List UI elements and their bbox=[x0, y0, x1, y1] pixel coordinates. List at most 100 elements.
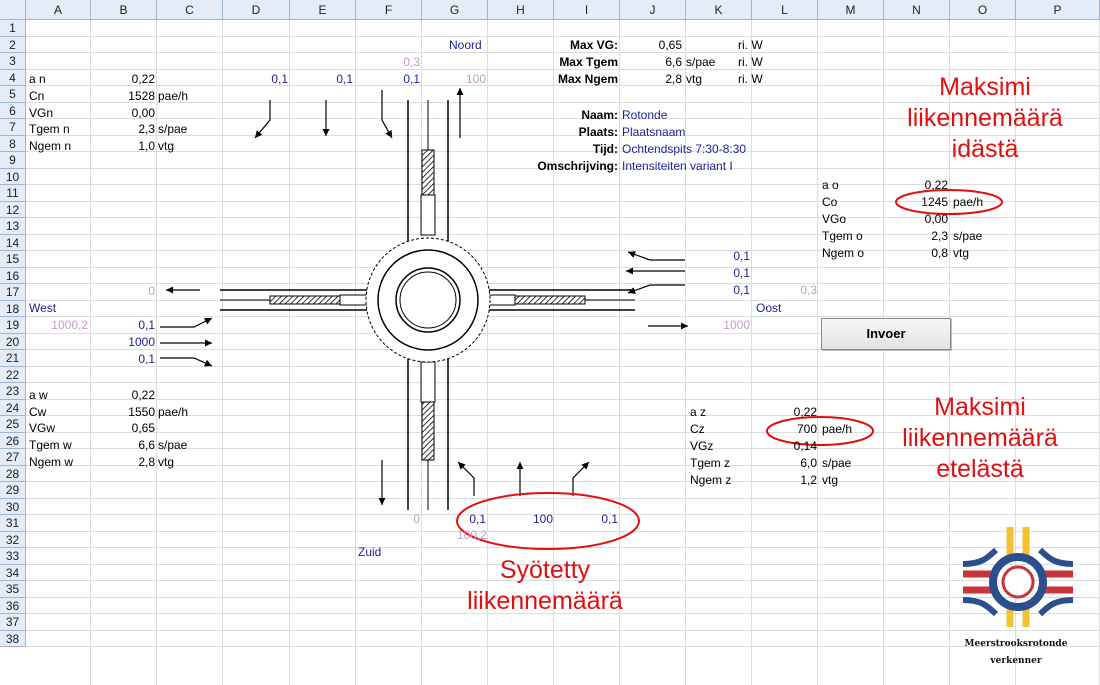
east-tgem-value[interactable]: 2,3 bbox=[931, 229, 948, 243]
row-header[interactable]: 34 bbox=[0, 564, 26, 581]
row-header[interactable]: 33 bbox=[0, 548, 26, 565]
south-c-value[interactable]: 700 bbox=[796, 422, 817, 436]
row-header[interactable]: 2 bbox=[0, 36, 26, 53]
row-header[interactable]: 10 bbox=[0, 168, 26, 185]
south-in-1[interactable]: 0,1 bbox=[469, 512, 486, 526]
row-header[interactable]: 6 bbox=[0, 102, 26, 119]
naam-value[interactable]: Rotonde bbox=[622, 108, 668, 122]
row-header[interactable]: 26 bbox=[0, 432, 26, 449]
west-c-value[interactable]: 1550 bbox=[128, 405, 155, 419]
column-header[interactable]: C bbox=[157, 0, 223, 20]
row-header[interactable]: 20 bbox=[0, 333, 26, 350]
column-header[interactable]: F bbox=[356, 0, 422, 20]
east-c-label: Co bbox=[822, 195, 838, 209]
north-tgem-value[interactable]: 2,3 bbox=[138, 122, 155, 136]
column-header[interactable]: I bbox=[554, 0, 620, 20]
column-header[interactable]: B bbox=[91, 0, 157, 20]
row-header[interactable]: 23 bbox=[0, 383, 26, 400]
column-header[interactable]: A bbox=[26, 0, 91, 20]
south-tgem-value[interactable]: 6,0 bbox=[800, 456, 817, 470]
omschrijving-value[interactable]: Intensiteiten variant I bbox=[622, 159, 733, 173]
column-header[interactable]: G bbox=[422, 0, 488, 20]
row-header[interactable]: 36 bbox=[0, 597, 26, 614]
west-in-1[interactable]: 0,1 bbox=[138, 318, 155, 332]
column-header[interactable]: N bbox=[884, 0, 950, 20]
column-header[interactable]: K bbox=[686, 0, 752, 20]
row-header[interactable]: 38 bbox=[0, 630, 26, 647]
select-all-corner[interactable] bbox=[0, 0, 26, 20]
column-header[interactable]: L bbox=[752, 0, 818, 20]
row-header[interactable]: 37 bbox=[0, 614, 26, 631]
row-header[interactable]: 9 bbox=[0, 152, 26, 169]
column-header[interactable]: E bbox=[290, 0, 356, 20]
column-header[interactable]: H bbox=[488, 0, 554, 20]
gridline-horizontal bbox=[26, 514, 1100, 515]
column-header[interactable]: J bbox=[620, 0, 686, 20]
west-in-3[interactable]: 0,1 bbox=[138, 352, 155, 366]
row-header[interactable]: 8 bbox=[0, 135, 26, 152]
east-in-1[interactable]: 0,1 bbox=[733, 249, 750, 263]
east-vg-value[interactable]: 0,00 bbox=[924, 212, 948, 226]
row-header[interactable]: 32 bbox=[0, 531, 26, 548]
east-in-3[interactable]: 0,1 bbox=[733, 283, 750, 297]
west-in-2[interactable]: 1000 bbox=[128, 335, 155, 349]
row-header[interactable]: 35 bbox=[0, 581, 26, 598]
row-header[interactable]: 7 bbox=[0, 119, 26, 136]
annotation-south-line-1: Maksimi bbox=[934, 393, 1026, 421]
row-header[interactable]: 27 bbox=[0, 449, 26, 466]
north-vg-value[interactable]: 0,00 bbox=[131, 106, 155, 120]
column-header[interactable]: O bbox=[950, 0, 1016, 20]
row-header[interactable]: 5 bbox=[0, 86, 26, 103]
row-header[interactable]: 22 bbox=[0, 366, 26, 383]
row-header[interactable]: 21 bbox=[0, 350, 26, 367]
column-header[interactable]: D bbox=[223, 0, 290, 20]
north-c-value[interactable]: 1528 bbox=[128, 89, 155, 103]
gridline-vertical bbox=[751, 20, 752, 685]
south-ngem-value[interactable]: 1,2 bbox=[800, 473, 817, 487]
road-east bbox=[470, 289, 635, 311]
west-a-value[interactable]: 0,22 bbox=[131, 388, 155, 402]
east-in-2[interactable]: 0,1 bbox=[733, 266, 750, 280]
row-header[interactable]: 15 bbox=[0, 251, 26, 268]
east-c-value[interactable]: 1245 bbox=[921, 195, 948, 209]
row-header[interactable]: 12 bbox=[0, 201, 26, 218]
row-header[interactable]: 25 bbox=[0, 416, 26, 433]
row-header[interactable]: 28 bbox=[0, 465, 26, 482]
south-in-2[interactable]: 100 bbox=[532, 512, 553, 526]
gridline-horizontal bbox=[26, 464, 1100, 466]
north-in-3[interactable]: 0,1 bbox=[403, 72, 420, 86]
row-header[interactable]: 14 bbox=[0, 234, 26, 251]
north-in-2[interactable]: 0,1 bbox=[336, 72, 353, 86]
south-in-3[interactable]: 0,1 bbox=[601, 512, 618, 526]
row-header[interactable]: 30 bbox=[0, 498, 26, 515]
row-header[interactable]: 11 bbox=[0, 185, 26, 202]
west-tgem-value[interactable]: 6,6 bbox=[138, 438, 155, 452]
west-vg-value[interactable]: 0,65 bbox=[131, 421, 155, 435]
row-header[interactable]: 1 bbox=[0, 20, 26, 37]
plaats-value[interactable]: Plaatsnaam bbox=[622, 125, 686, 139]
row-header[interactable]: 31 bbox=[0, 515, 26, 532]
south-a-value[interactable]: 0,22 bbox=[793, 405, 817, 419]
tijd-value[interactable]: Ochtendspits 7:30-8:30 bbox=[622, 142, 747, 156]
row-header[interactable]: 3 bbox=[0, 53, 26, 70]
east-a-value[interactable]: 0,22 bbox=[924, 178, 948, 192]
west-ngem-value[interactable]: 2,8 bbox=[138, 455, 155, 469]
row-header[interactable]: 24 bbox=[0, 399, 26, 416]
invoer-button[interactable]: Invoer bbox=[821, 318, 951, 350]
row-header[interactable]: 29 bbox=[0, 482, 26, 499]
row-header[interactable]: 18 bbox=[0, 300, 26, 317]
north-a-value[interactable]: 0,22 bbox=[131, 72, 155, 86]
row-header[interactable]: 17 bbox=[0, 284, 26, 301]
column-header[interactable]: M bbox=[818, 0, 884, 20]
row-header[interactable]: 19 bbox=[0, 317, 26, 334]
east-ngem-value[interactable]: 0,8 bbox=[931, 246, 948, 260]
gridline-horizontal bbox=[26, 118, 1100, 119]
north-in-1[interactable]: 0,1 bbox=[271, 72, 288, 86]
row-header[interactable]: 16 bbox=[0, 267, 26, 284]
south-vg-value[interactable]: 0,14 bbox=[793, 439, 817, 453]
row-header[interactable]: 13 bbox=[0, 218, 26, 235]
east-vg-label: VGo bbox=[822, 212, 847, 226]
row-header[interactable]: 4 bbox=[0, 69, 26, 86]
north-ngem-value[interactable]: 1,0 bbox=[138, 139, 155, 153]
